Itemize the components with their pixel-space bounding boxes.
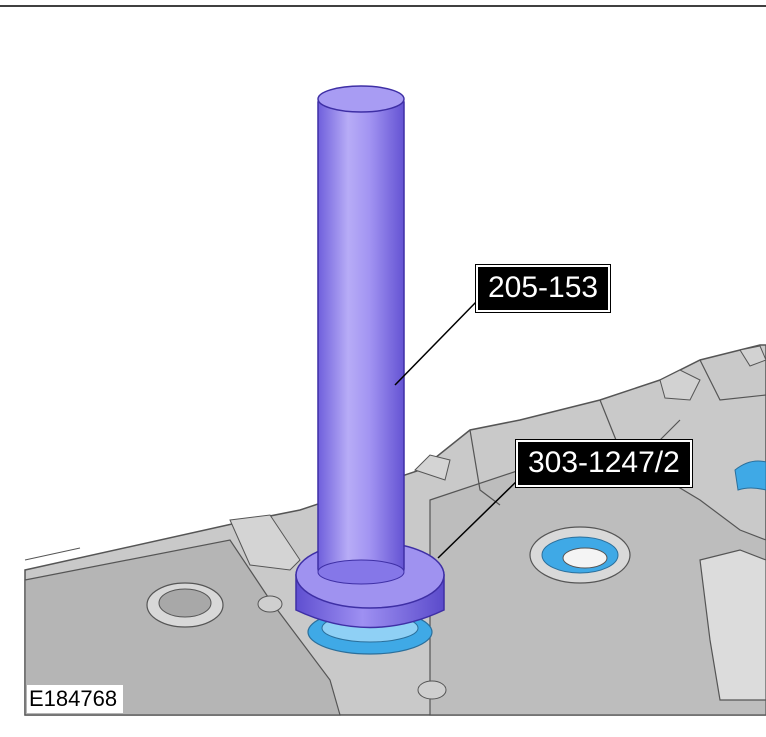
leader-line-installer xyxy=(437,477,521,559)
callout-label-303-1247-2: 303-1247/2 xyxy=(515,439,693,488)
handle-tool-rod xyxy=(317,85,405,585)
callout-label-205-153: 205-153 xyxy=(474,264,612,313)
figure-id-label: E184768 xyxy=(27,685,124,714)
leader-line-tool xyxy=(394,299,479,386)
